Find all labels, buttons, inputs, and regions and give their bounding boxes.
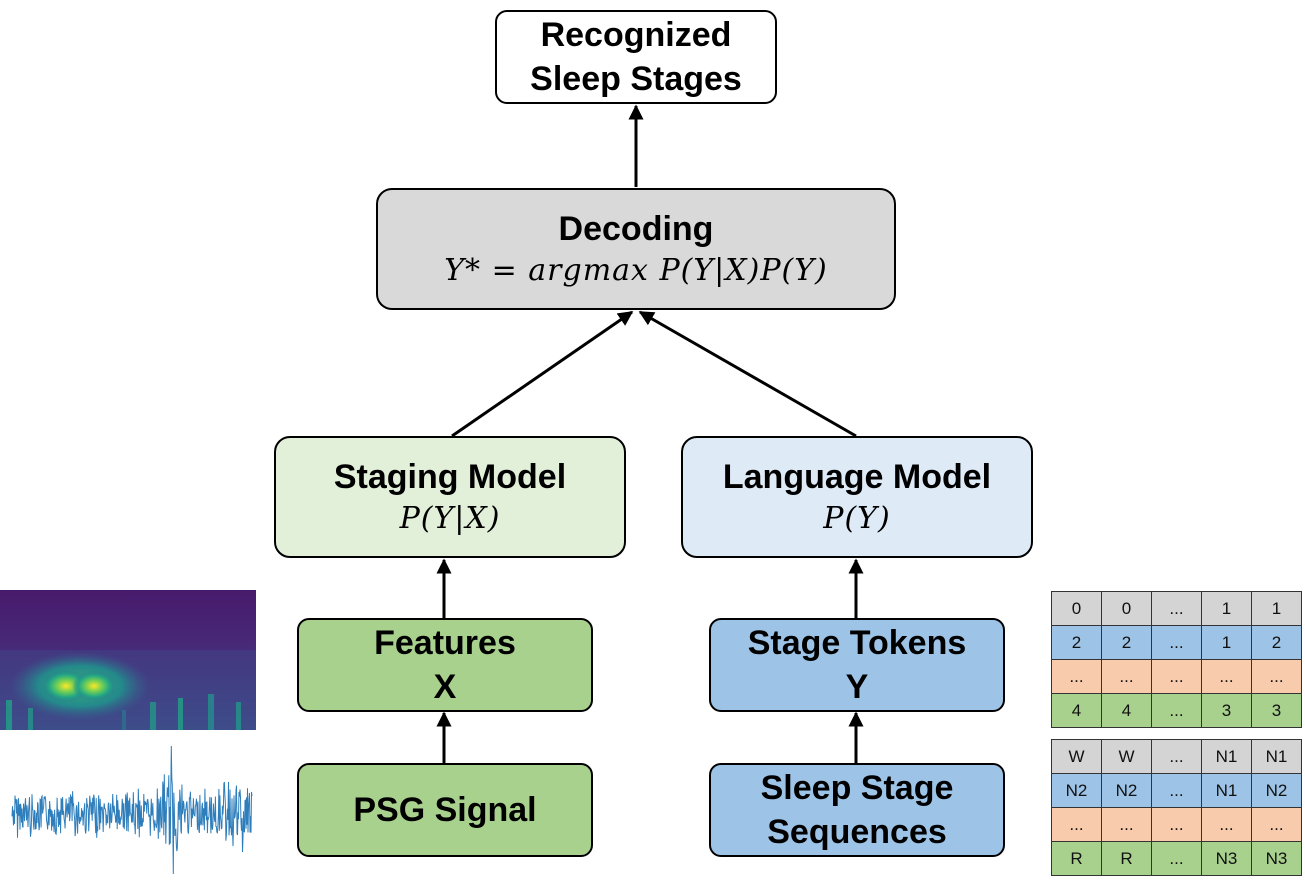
table-cell: ...: [1151, 739, 1202, 774]
table-cell: ...: [1151, 807, 1202, 842]
table-row: W W ... N1 N1: [1051, 739, 1302, 774]
table-cell: ...: [1251, 807, 1302, 842]
table-cell: 0: [1101, 591, 1152, 626]
sequences-label-line2: Sequences: [767, 813, 947, 851]
features-label: Features: [374, 624, 516, 662]
decoding-title: Decoding: [558, 210, 714, 248]
stage-table: W W ... N1 N1 N2 N2 ... N1 N2 ... ... ..…: [1051, 739, 1302, 876]
arrow-staging-to-decoding: [451, 310, 634, 438]
table-cell: 0: [1051, 591, 1102, 626]
table-cell: ...: [1051, 659, 1102, 694]
eeg-waveform-image: [11, 745, 253, 875]
decoding-formula: Y* = argmax P(Y|X)P(Y): [444, 253, 828, 288]
output-label-line2: Sleep Stages: [530, 60, 742, 98]
table-cell: 1: [1201, 591, 1252, 626]
table-cell: N3: [1201, 841, 1252, 876]
table-cell: 4: [1051, 693, 1102, 728]
features-symbol: X: [433, 668, 457, 706]
table-row: ... ... ... ... ...: [1051, 659, 1302, 694]
language-model-box: Language Model P(Y): [681, 436, 1033, 558]
table-cell: N2: [1251, 773, 1302, 808]
sleep-stage-sequences-box: Sleep Stage Sequences: [709, 763, 1005, 857]
table-cell: 3: [1201, 693, 1252, 728]
stage-tokens-label: Stage Tokens: [747, 624, 967, 662]
table-cell: ...: [1101, 659, 1152, 694]
table-cell: ...: [1201, 659, 1252, 694]
table-cell: ...: [1151, 841, 1202, 876]
table-cell: ...: [1151, 693, 1202, 728]
features-box: Features X: [297, 618, 593, 712]
table-cell: ...: [1151, 625, 1202, 660]
psg-signal-box: PSG Signal: [297, 763, 593, 857]
table-cell: N1: [1251, 739, 1302, 774]
table-cell: N2: [1051, 773, 1102, 808]
language-model-title: Language Model: [722, 458, 992, 496]
arrow-language-to-decoding: [638, 310, 857, 438]
table-cell: ...: [1151, 659, 1202, 694]
table-row: R R ... N3 N3: [1051, 841, 1302, 876]
table-cell: ...: [1251, 659, 1302, 694]
table-row: ... ... ... ... ...: [1051, 807, 1302, 842]
table-cell: N3: [1251, 841, 1302, 876]
table-row: N2 N2 ... N1 N2: [1051, 773, 1302, 808]
table-cell: 1: [1201, 625, 1252, 660]
table-cell: ...: [1151, 591, 1202, 626]
token-table: 0 0 ... 1 1 2 2 ... 1 2 ... ... ... ... …: [1051, 591, 1302, 728]
staging-model-formula: P(Y|X): [399, 501, 501, 536]
table-cell: 2: [1051, 625, 1102, 660]
table-cell: 2: [1101, 625, 1152, 660]
table-cell: R: [1051, 841, 1102, 876]
output-box: Recognized Sleep Stages: [495, 10, 777, 104]
staging-model-box: Staging Model P(Y|X): [274, 436, 626, 558]
spectrogram-image: [0, 590, 256, 730]
table-cell: ...: [1051, 807, 1102, 842]
table-cell: N1: [1201, 739, 1252, 774]
staging-model-title: Staging Model: [333, 458, 567, 496]
language-model-formula: P(Y): [823, 501, 891, 536]
table-row: 4 4 ... 3 3: [1051, 693, 1302, 728]
table-cell: N1: [1201, 773, 1252, 808]
output-label-line1: Recognized: [540, 16, 732, 54]
stage-tokens-box: Stage Tokens Y: [709, 618, 1005, 712]
table-cell: 2: [1251, 625, 1302, 660]
table-cell: W: [1101, 739, 1152, 774]
table-cell: 1: [1251, 591, 1302, 626]
table-cell: 3: [1251, 693, 1302, 728]
table-cell: 4: [1101, 693, 1152, 728]
psg-signal-label: PSG Signal: [353, 791, 537, 829]
decoding-box: Decoding Y* = argmax P(Y|X)P(Y): [376, 188, 896, 310]
sequences-label-line1: Sleep Stage: [760, 769, 954, 807]
table-cell: ...: [1151, 773, 1202, 808]
table-cell: ...: [1201, 807, 1252, 842]
table-row: 0 0 ... 1 1: [1051, 591, 1302, 626]
table-cell: W: [1051, 739, 1102, 774]
table-row: 2 2 ... 1 2: [1051, 625, 1302, 660]
table-cell: ...: [1101, 807, 1152, 842]
table-cell: R: [1101, 841, 1152, 876]
stage-tokens-symbol: Y: [845, 668, 869, 706]
table-cell: N2: [1101, 773, 1152, 808]
